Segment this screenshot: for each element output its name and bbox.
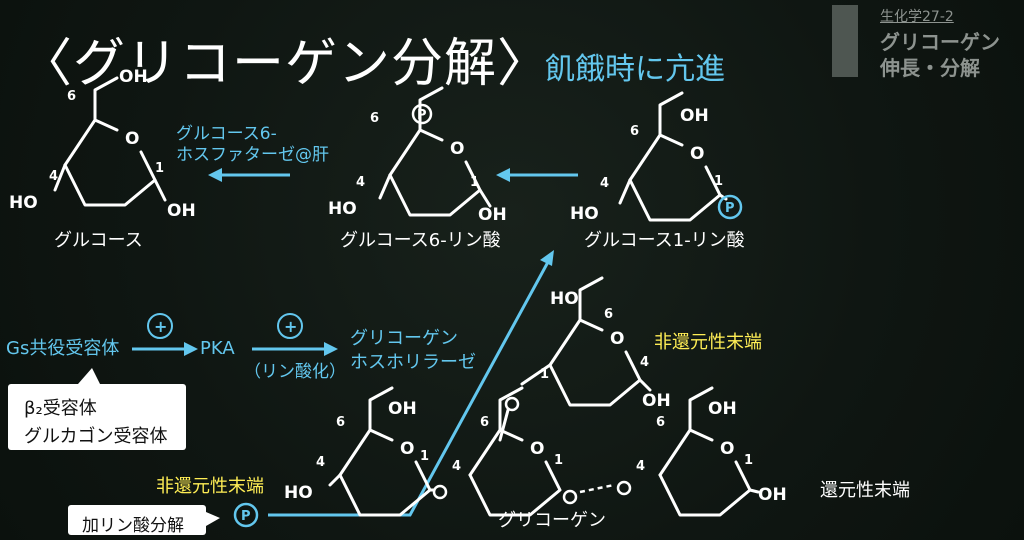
c4-hydroxyl: HO — [9, 193, 38, 213]
svg-text:P: P — [725, 201, 735, 216]
ring-oxygen: O — [125, 129, 139, 149]
g1p-label: グルコース1-リン酸 — [584, 230, 745, 251]
slide-title: 〈グリコーゲン分解〉 — [20, 34, 551, 94]
svg-text:1: 1 — [155, 161, 164, 176]
c1-hydroxyl: OH — [167, 201, 196, 221]
svg-text:O: O — [610, 329, 624, 349]
svg-text:HO: HO — [328, 199, 357, 219]
svg-text:6: 6 — [67, 89, 76, 104]
svg-text:OH: OH — [388, 399, 417, 419]
plus-icon — [277, 313, 303, 339]
svg-text:OH: OH — [478, 205, 507, 225]
slide-subtitle: 飢餓時に亢進 — [545, 52, 725, 87]
svg-text:O: O — [530, 439, 544, 459]
svg-text:OH: OH — [680, 106, 709, 126]
svg-text:1: 1 — [744, 453, 753, 468]
phosphate-icon — [411, 103, 433, 125]
svg-text:O: O — [690, 144, 704, 164]
g6p-label: グルコース6-リン酸 — [340, 230, 501, 251]
nonreducing-end-label-bottom: 非還元性末端 — [156, 476, 264, 497]
svg-text:6: 6 — [336, 415, 345, 430]
svg-text:+: + — [154, 317, 167, 336]
svg-text:4: 4 — [49, 169, 58, 184]
reducing-end-label: 還元性末端 — [820, 480, 910, 501]
svg-text:1: 1 — [714, 174, 723, 189]
phosphorylation-note: （リン酸化） — [244, 362, 346, 382]
svg-text:O: O — [720, 439, 734, 459]
glycogen-sugar-1: O OH 6 4 1 HO — [284, 386, 436, 517]
glycogen-sugar-3: O OH 6 4 1 OH — [636, 386, 787, 517]
svg-text:+: + — [284, 317, 297, 336]
svg-text:P: P — [241, 509, 251, 524]
g6p-structure: O P 6 4 1 HO OH — [328, 86, 507, 225]
svg-text:4: 4 — [640, 355, 649, 370]
svg-text:1: 1 — [554, 453, 563, 468]
glycogen-label: グリコーゲン — [498, 510, 606, 531]
glycogen-sugar-2: O 6 4 1 — [452, 386, 563, 517]
svg-text:OH: OH — [708, 399, 737, 419]
svg-text:6: 6 — [480, 415, 489, 430]
lecture-topic-line1: グリコーゲン — [880, 30, 1000, 54]
corner-accent-bar — [832, 5, 858, 77]
svg-text:6: 6 — [370, 111, 379, 126]
svg-text:6: 6 — [656, 415, 665, 430]
svg-text:1: 1 — [420, 449, 429, 464]
phosphorylase-label-line1: グリコーゲン — [350, 328, 458, 349]
svg-text:1: 1 — [540, 367, 549, 382]
glucose-label: グルコース — [54, 230, 143, 251]
svg-text:HO: HO — [570, 204, 599, 224]
lecture-topic-line2: 伸長・分解 — [880, 56, 980, 80]
pka-label: PKA — [200, 338, 235, 359]
glucagon-receptor-label: グルカゴン受容体 — [24, 426, 168, 447]
svg-text:O: O — [400, 439, 414, 459]
c6-hydroxyl: OH — [119, 67, 148, 87]
svg-text:4: 4 — [636, 459, 645, 474]
g6pase-label: グルコース6- ホスファターゼ@肝 — [176, 124, 329, 167]
glycogen-branch-sugar: O HO 6 4 1 OH — [520, 276, 671, 411]
beta2-receptor-label: β₂受容体 — [24, 398, 97, 419]
svg-text:HO: HO — [550, 289, 579, 309]
phosphorolysis-tag-text: 加リン酸分解 — [82, 516, 184, 536]
svg-text:6: 6 — [604, 307, 613, 322]
gs-receptor-label: Gs共役受容体 — [6, 338, 120, 359]
g1p-structure: O OH 6 4 1 HO P — [570, 91, 743, 224]
receptor-callout: β₂受容体 グルカゴン受容体 — [8, 384, 186, 450]
svg-text:HO: HO — [284, 483, 313, 503]
svg-text:4: 4 — [316, 455, 325, 470]
svg-text:P: P — [417, 108, 427, 123]
phosphorolysis-tag: 加リン酸分解 — [68, 505, 206, 536]
svg-text:O: O — [450, 139, 464, 159]
svg-text:6: 6 — [630, 124, 639, 139]
nonreducing-end-label-top: 非還元性末端 — [654, 332, 762, 353]
lecture-code: 生化学27-2 — [880, 9, 954, 25]
svg-text:4: 4 — [600, 176, 609, 191]
svg-text:4: 4 — [452, 459, 461, 474]
phosphorylase-label-line2: ホスホリラーゼ — [350, 352, 476, 373]
glucose-structure: O OH 6 4 1 HO OH — [9, 67, 196, 221]
g6pase-label-line2: ホスファターゼ@肝 — [176, 145, 329, 166]
svg-text:OH: OH — [758, 485, 787, 505]
svg-text:4: 4 — [356, 175, 365, 190]
plus-icon — [147, 313, 173, 339]
svg-text:1: 1 — [470, 175, 479, 190]
g6pase-label-line1: グルコース6- — [176, 124, 277, 144]
phosphate-icon — [717, 194, 743, 220]
phosphate-icon — [233, 502, 259, 528]
svg-text:OH: OH — [642, 391, 671, 411]
